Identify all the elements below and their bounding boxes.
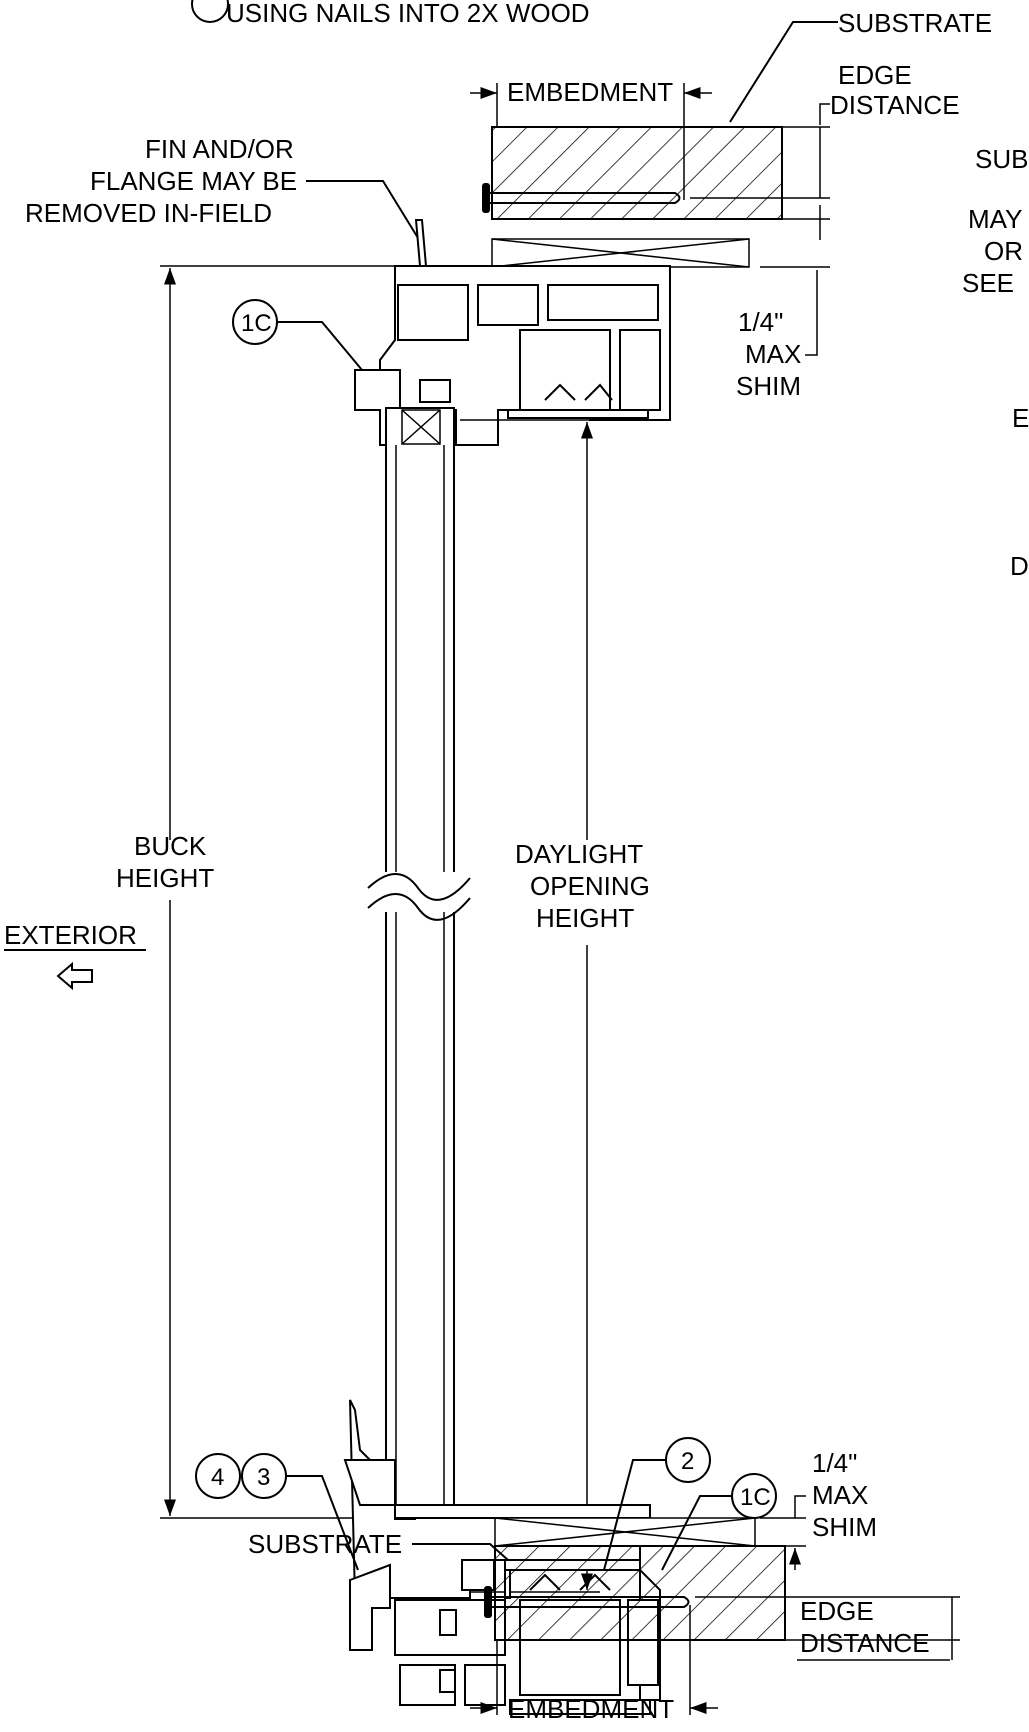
shim-bottom-label-2: MAX [812,1480,868,1510]
substrate-bottom [494,1545,786,1641]
cropped-or: OR [984,236,1023,266]
break-line-1 [367,873,471,901]
shim-top-cross-b [491,238,750,268]
buck-height-label-1: BUCK [134,831,207,861]
top-callout-circle-partial [191,0,229,23]
callout-43-leader [286,1475,359,1571]
substrate-top-leader [729,21,838,123]
shim-top-leader [805,270,818,356]
nail-bottom-shank [492,1596,690,1608]
shim-top-label-3: SHIM [736,371,801,401]
shim-top-label-1: 1/4" [738,307,783,337]
nail-top-shank [490,192,681,204]
shim-bottom-label-3: SHIM [812,1512,877,1542]
shim-top-label-2: MAX [745,339,801,369]
edge-distance-bottom-label-2: DISTANCE [800,1628,930,1658]
callout-bottom-1c: 1C [740,1484,771,1511]
fin-top [414,219,428,267]
embedment-bottom-label: EMBEDMENT [508,1694,674,1724]
fin-label-3: REMOVED IN-FIELD [25,198,272,228]
callout-4-circle [195,1453,241,1499]
shim-bottom-cross-b [494,1517,756,1547]
edge-distance-top-leader [819,103,830,125]
exterior-label: EXTERIOR [4,920,137,950]
sash-sill [349,1559,495,1651]
callout-top-1c: 1C [241,310,272,337]
callout-top-1c-leader [277,321,363,371]
edge-distance-top-label-2: DISTANCE [830,90,960,120]
daylight-label-3: HEIGHT [536,903,634,933]
cropped-see: SEE [962,268,1014,298]
cropped-e: E [1012,403,1029,433]
cropped-sub: SUB [975,144,1028,174]
daylight-label-2: OPENING [530,871,650,901]
exterior-arrow-icon [56,961,93,991]
callout-2: 2 [681,1448,694,1475]
cropped-d: D [1010,551,1029,581]
buck-height-label-2: HEIGHT [116,863,214,893]
fin-label-2: FLANGE MAY BE [90,166,297,196]
nail-bottom-head [484,1586,492,1618]
break-line-2 [367,893,471,921]
top-note: USING NAILS INTO 2X WOOD [226,0,590,28]
cropped-may: MAY [968,204,1022,234]
substrate-top-label: SUBSTRATE [838,8,992,38]
substrate-top [491,126,783,220]
callout-2-leader [603,1459,666,1571]
edge-distance-top-label-1: EDGE [838,60,912,90]
fin-leader [306,180,419,239]
substrate-bottom-leader [412,1543,509,1561]
callout-3: 3 [257,1464,270,1491]
edge-distance-bottom-label-1: EDGE [800,1596,874,1626]
shim-bottom-label-1: 1/4" [812,1448,857,1478]
fin-label-1: FIN AND/OR [145,134,294,164]
shim-bottom-leader [794,1495,806,1518]
embedment-top-label: EMBEDMENT [507,77,673,107]
nail-top-head [482,183,490,213]
glass-unit [385,407,455,1599]
daylight-label-1: DAYLIGHT [515,839,643,869]
substrate-bottom-label: SUBSTRATE [248,1529,402,1559]
callout-4: 4 [211,1464,224,1491]
callout-bottom-1c-leader [661,1495,732,1571]
frame-head-profile [379,265,671,446]
